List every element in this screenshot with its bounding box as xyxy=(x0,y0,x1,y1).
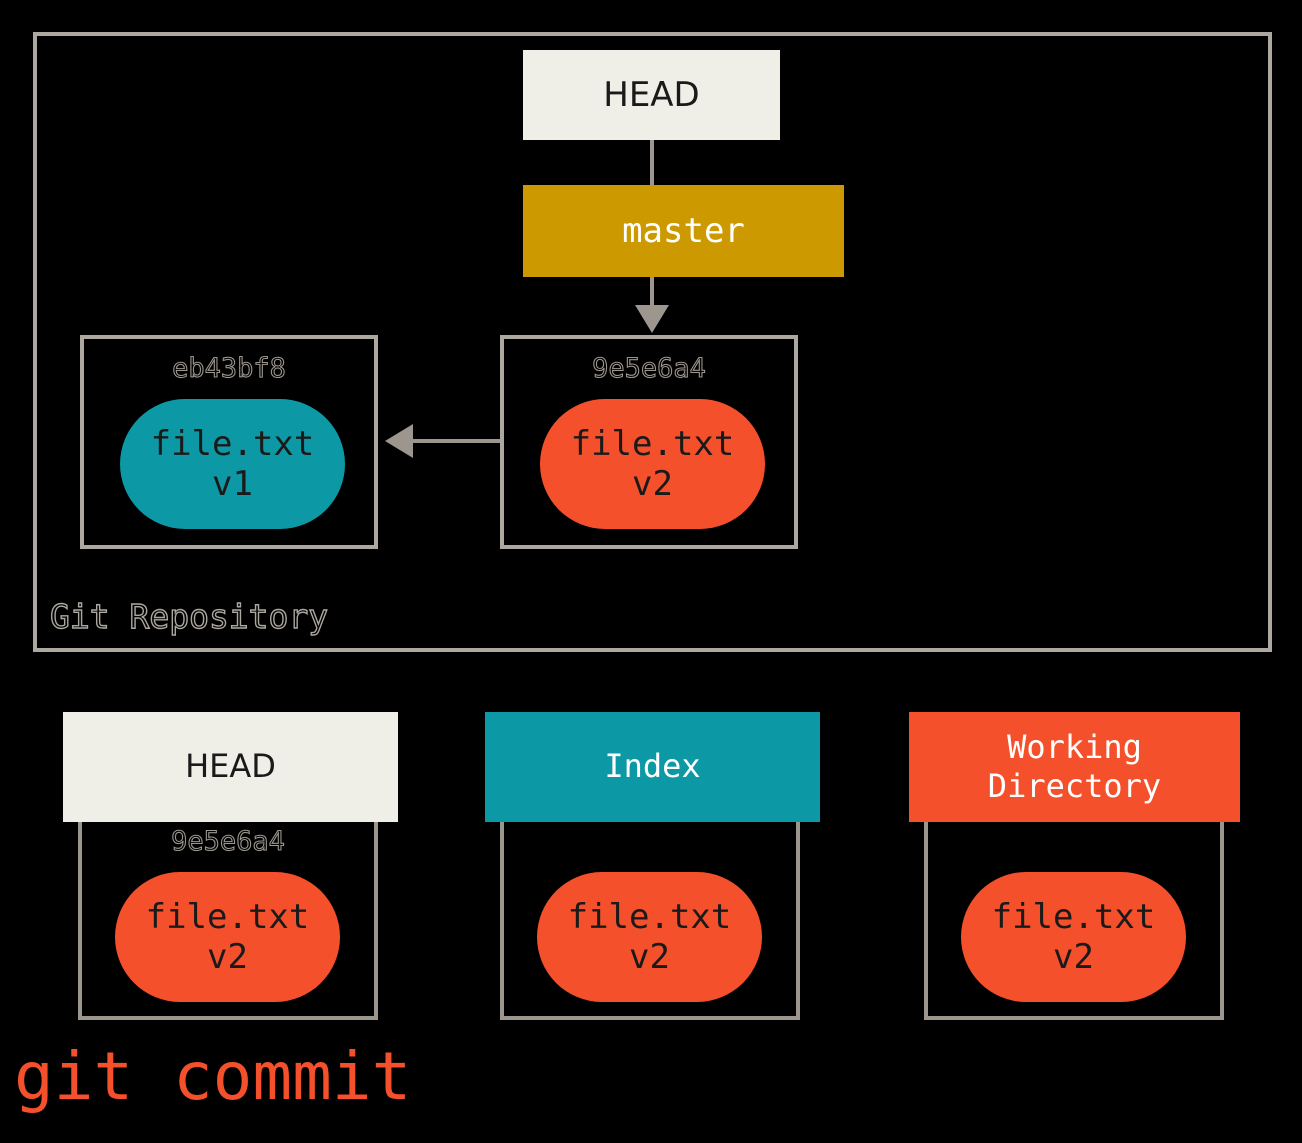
blob-version: v2 xyxy=(1053,937,1094,977)
column-header-working-directory: Working Directory xyxy=(909,712,1240,822)
blob-version: v2 xyxy=(632,464,673,504)
arrow-commit-parent-icon xyxy=(385,424,413,458)
connector-master-to-commit xyxy=(650,277,654,309)
blob-file-v2: file.txt v2 xyxy=(540,399,765,529)
git-repository-label: Git Repository xyxy=(49,597,329,636)
column-title: Index xyxy=(604,747,701,786)
blob-version: v2 xyxy=(629,937,670,977)
blob-version: v2 xyxy=(207,937,248,977)
repo-head-ref-label: HEAD xyxy=(603,75,700,115)
connector-head-to-master xyxy=(650,140,654,185)
column-header-head: HEAD xyxy=(63,712,398,822)
blob-name: file.txt xyxy=(567,896,732,937)
repo-master-ref-label: master xyxy=(622,211,745,251)
blob-version: v1 xyxy=(212,464,253,504)
column-title: Working Directory xyxy=(988,728,1161,806)
column-head-commit-hash: 9e5e6a4 xyxy=(171,826,286,857)
commit-hash-label: 9e5e6a4 xyxy=(592,353,707,384)
commit-box-9e5e6a4: 9e5e6a4 file.txt v2 xyxy=(500,335,798,549)
column-title: HEAD xyxy=(185,747,276,786)
repo-master-ref-box: master xyxy=(523,185,844,277)
column-title-line-1: Working xyxy=(1007,727,1142,766)
blob-name: file.txt xyxy=(991,896,1156,937)
git-repository-frame xyxy=(33,32,1272,652)
column-header-index: Index xyxy=(485,712,820,822)
commit-hash-label: eb43bf8 xyxy=(172,353,287,384)
column-working-directory-blob: file.txt v2 xyxy=(961,872,1186,1002)
blob-name: file.txt xyxy=(145,896,310,937)
blob-file-v1: file.txt v1 xyxy=(120,399,345,529)
command-caption: git commit xyxy=(14,1038,412,1115)
column-index-blob: file.txt v2 xyxy=(537,872,762,1002)
commit-box-eb43bf8: eb43bf8 file.txt v1 xyxy=(80,335,378,549)
blob-name: file.txt xyxy=(570,423,735,464)
connector-commit-parent xyxy=(413,439,500,443)
arrow-master-to-commit-icon xyxy=(635,305,669,333)
column-head-blob: file.txt v2 xyxy=(115,872,340,1002)
column-title-line-2: Directory xyxy=(987,767,1162,805)
repo-head-ref-box: HEAD xyxy=(523,50,780,140)
blob-name: file.txt xyxy=(150,423,315,464)
